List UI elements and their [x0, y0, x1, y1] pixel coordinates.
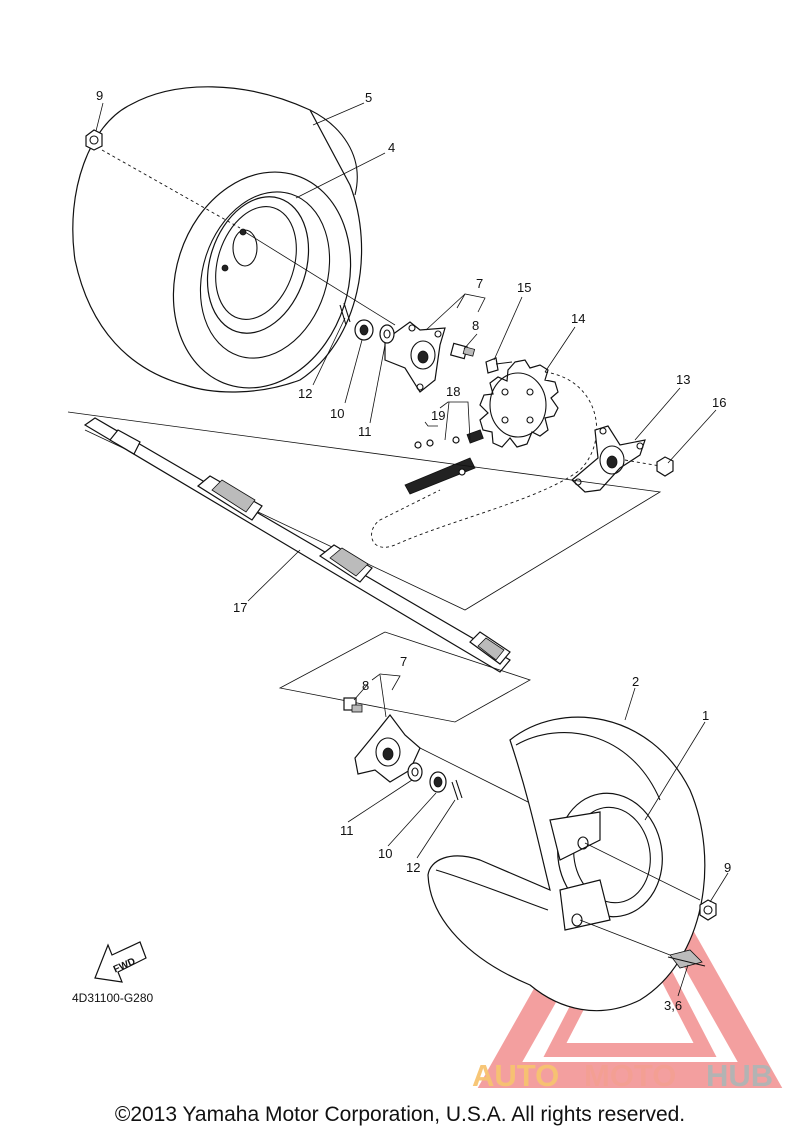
cotter-pin-upper — [339, 302, 351, 326]
diagram-code: 4D31100-G280 — [72, 991, 153, 1005]
callout-10-upper: 10 — [330, 406, 344, 421]
callout-7-upper: 7 — [476, 276, 483, 291]
fwd-arrow-icon: FWD — [94, 941, 147, 983]
callout-13: 13 — [676, 372, 690, 387]
rear-axle — [83, 417, 511, 673]
chain — [371, 371, 598, 548]
callout-18: 18 — [446, 384, 460, 399]
callout-12-lower: 12 — [406, 860, 420, 875]
hub-lower — [354, 714, 421, 783]
callout-8-lower: 8 — [362, 678, 369, 693]
bolt-lower — [343, 697, 363, 713]
copyright-notice: ©2013 Yamaha Motor Corporation, U.S.A. A… — [114, 1103, 686, 1126]
svg-text:AUTO: AUTO — [472, 1058, 559, 1093]
upper-wheel — [206, 196, 310, 334]
nut-lower — [699, 899, 717, 921]
callout-3-6: 3,6 — [664, 998, 682, 1013]
callout-14: 14 — [571, 311, 585, 326]
callout-9-lower: 9 — [724, 860, 731, 875]
cotter-pin-lower — [451, 779, 463, 801]
callout-15: 15 — [517, 280, 531, 295]
callout-9-upper: 9 — [96, 88, 103, 103]
sprocket-bolt — [485, 357, 513, 374]
nut-upper — [85, 129, 103, 151]
hub-upper — [384, 321, 446, 393]
sprocket — [479, 359, 559, 448]
callout-17: 17 — [233, 600, 247, 615]
svg-text:MOTO: MOTO — [584, 1058, 676, 1093]
washer-upper — [379, 324, 395, 344]
callout-11-upper: 11 — [358, 424, 372, 439]
sprocket-hub — [571, 425, 646, 493]
castle-nut-upper — [354, 319, 374, 341]
leader-lines — [95, 102, 729, 997]
svg-text:HUB: HUB — [706, 1058, 773, 1093]
callout-8-upper: 8 — [472, 318, 479, 333]
callout-11-lower: 11 — [340, 823, 354, 838]
castle-nut-lower — [429, 771, 447, 793]
bolt-upper — [449, 342, 476, 360]
callout-19: 19 — [431, 408, 445, 423]
callout-4: 4 — [388, 140, 395, 155]
callout-10-lower: 10 — [378, 846, 392, 861]
valve-stem — [667, 949, 706, 969]
callout-7-lower: 7 — [400, 654, 407, 669]
callout-2: 2 — [632, 674, 639, 689]
callout-16: 16 — [712, 395, 726, 410]
callout-12-upper: 12 — [298, 386, 312, 401]
washer-lower — [407, 762, 423, 782]
callout-1: 1 — [702, 708, 709, 723]
callout-5: 5 — [365, 90, 372, 105]
